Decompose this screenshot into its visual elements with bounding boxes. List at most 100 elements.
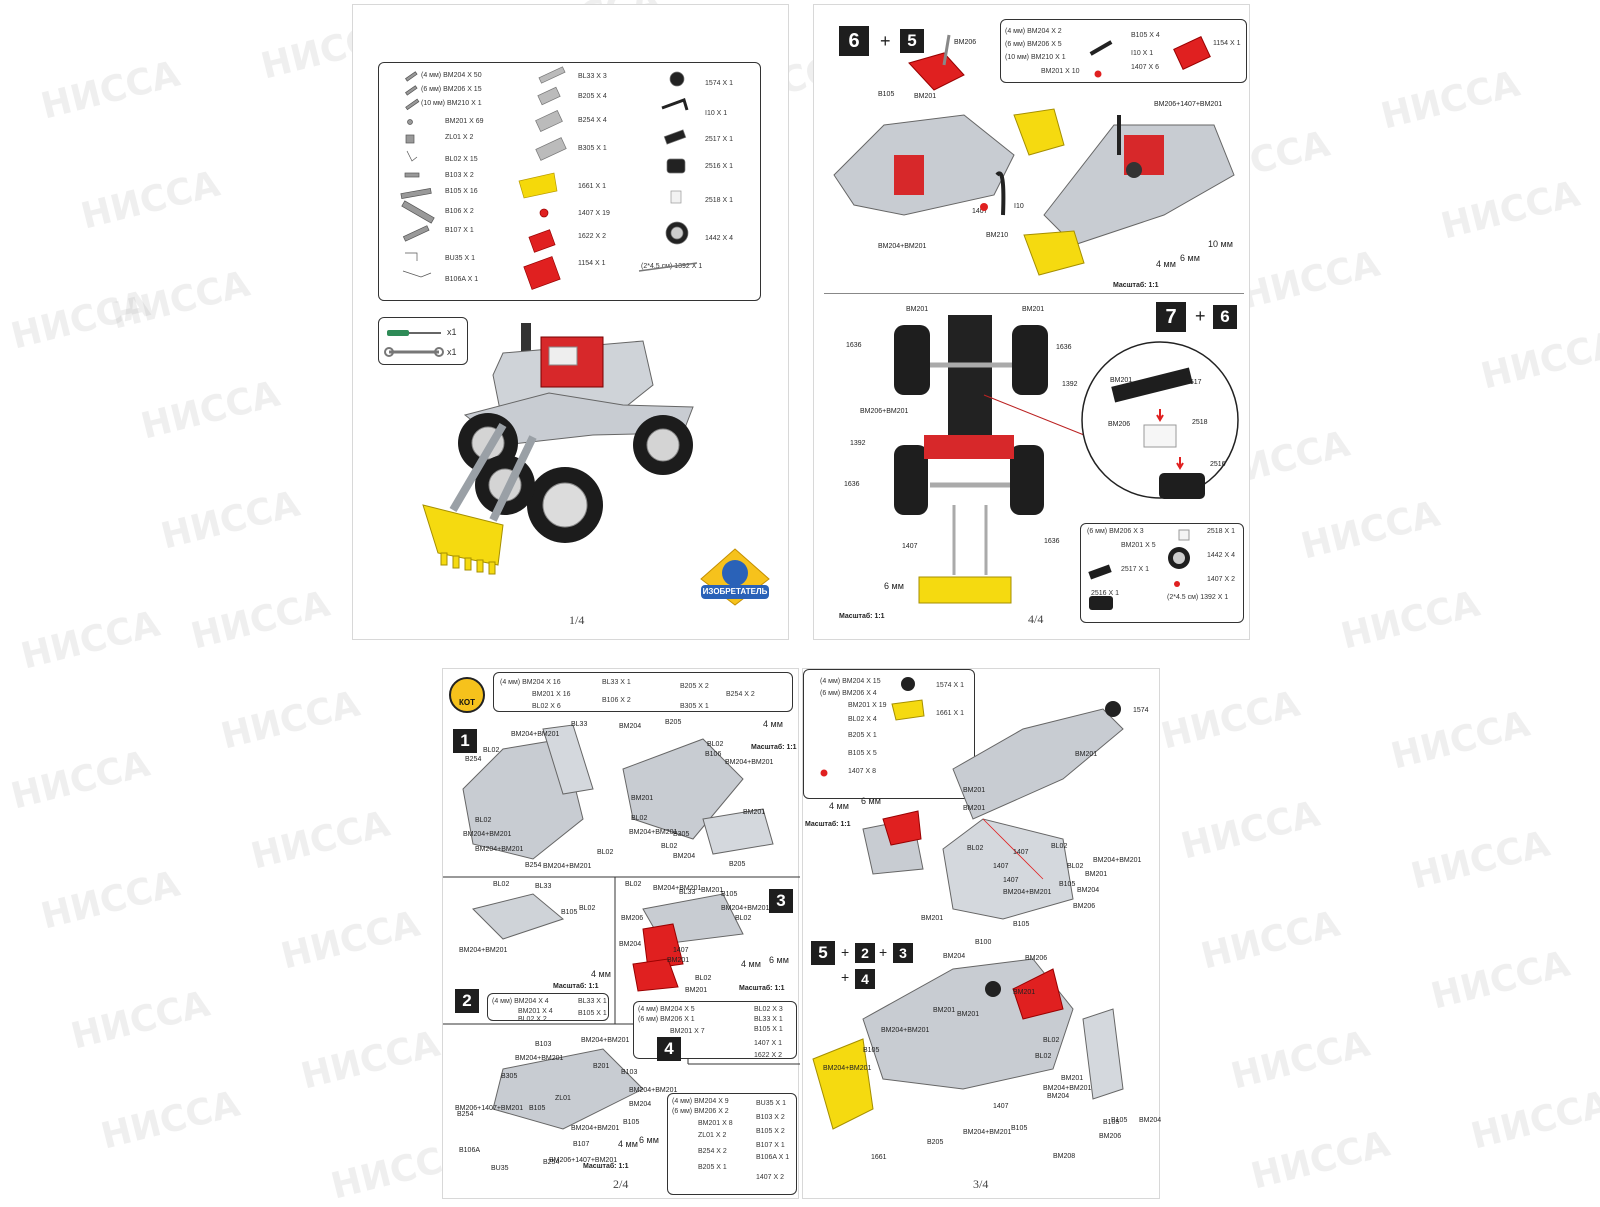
part-entry: B106 X 2 [445,208,474,215]
part-entry: BL02 X 2 [518,1016,547,1023]
part-entry: 1407 X 8 [848,768,877,775]
callout-label: BM201 [921,915,944,922]
callout-label: 1407 [902,543,918,550]
plus-sign: + [841,944,850,960]
part-entry: B105 X 2 [756,1128,785,1135]
watermark-text: НИССА [1407,823,1554,898]
callout-label: B103 [621,1069,638,1076]
callout-label: BM204 [619,723,642,730]
callout-label: BL02 [483,747,500,754]
part-entry: 1407 X 1 [754,1040,783,1047]
part-entry: BM201 X 4 [518,1008,553,1015]
scale-label: Масштаб: 1:1 [553,983,599,990]
callout-label: B254 [525,862,542,869]
callout-label: 1407 [993,863,1009,870]
part-entry: BU35 X 1 [756,1100,786,1107]
part-entry: (4 мм) BM204 X 9 [672,1098,729,1105]
page-number: 4/4 [1028,612,1044,626]
part-entry: BM201 X 10 [1041,68,1080,75]
part-entry: B105 X 1 [754,1026,783,1033]
part-entry: 2518 X 1 [1207,528,1236,535]
callout-label: BM201 [1085,871,1108,878]
callout-label: BU35 [491,1165,509,1172]
watermark-text: НИССА [7,743,154,818]
callout-label: BM204+BM201 [629,1087,678,1094]
callout-label: B105 [1111,1117,1128,1124]
callout-label: BM204+BM201 [878,243,927,250]
callout-label: BM204+BM201 [1093,857,1142,864]
callout-label: BM201 [1110,377,1133,384]
callout-label: BM206 [1099,1133,1122,1140]
callout-label: BL02 [1067,863,1084,870]
callout-label: ZL01 [555,1095,571,1102]
page-number: 3/4 [973,1177,989,1191]
part-entry: BM201 X 69 [445,118,484,125]
callout-label: BM204+BM201 [475,846,524,853]
callout-label: B100 [975,939,992,946]
callout-label: BL02 [661,843,678,850]
callout-label: BM204 [673,853,696,860]
callout-label: 1636 [1044,538,1060,545]
callout-label: B106A [459,1147,481,1154]
part-entry: BL02 X 4 [848,716,877,723]
watermark-text: НИССА [297,1023,444,1098]
watermark-text: НИССА [107,263,254,338]
page-number: 1/4 [569,613,585,627]
watermark-text: НИССА [37,53,184,128]
watermark-text: НИССА [1237,243,1384,318]
callout-label: BL02 [967,845,984,852]
step-number: 7 [1156,302,1186,332]
plus-sign: + [1195,306,1206,326]
callout-label: BM201 [914,93,937,100]
callout-label: B105 [863,1047,880,1054]
callout-label: B105 [1103,1119,1120,1126]
part-entry: B103 X 2 [445,172,474,179]
watermark-text: НИССА [1157,683,1304,758]
part-entry: BL33 X 1 [602,679,631,686]
callout-label: BM204 [1047,1093,1070,1100]
callout-label: 1574 [1133,707,1149,714]
part-entry: 1622 X 2 [578,233,607,240]
bolt-size-label: 6 мм [1180,253,1200,263]
callout-label: 1636 [846,342,862,349]
part-entry: BL33 X 1 [754,1016,783,1023]
callout-label: BM201 [1022,306,1045,313]
part-entry: I10 X 1 [1131,50,1154,57]
callout-label: BM206 [1025,955,1048,962]
part-entry: (4 мм) BM204 X 50 [421,72,482,79]
callout-label: BL02 [1051,843,1068,850]
instruction-page-1: (4 мм) BM204 X 50(6 мм) BM206 X 15(10 мм… [352,4,789,640]
bolt-size-label: 4 мм [763,719,783,729]
bolt-size-label: 6 мм [769,955,789,965]
part-entry: (4 мм) BM204 X 5 [638,1006,695,1013]
callout-label: BM201 [963,805,986,812]
watermark-text: НИССА [1247,1123,1394,1198]
watermark-text: НИССА [17,603,164,678]
part-entry: 1574 X 1 [705,80,734,87]
part-entry: 1407 X 6 [1131,64,1160,71]
step-number: 4 [855,969,875,989]
callout-label: B205 [665,719,682,726]
watermark-text: НИССА [37,863,184,938]
part-entry: 2518 X 1 [705,197,734,204]
step-number: 2 [855,943,875,963]
callout-label: B105 [561,909,578,916]
part-entry: B254 X 4 [578,117,607,124]
bolt-size-label: 4 мм [829,801,849,811]
part-entry: 2517 X 1 [705,136,734,143]
part-entry: B205 X 1 [698,1164,727,1171]
scale-label: Масштаб: 1:1 [805,821,851,828]
page-number: 2/4 [613,1177,629,1191]
scale-label: Масштаб: 1:1 [583,1163,629,1170]
watermark-text: НИССА [67,983,214,1058]
part-entry: B106A X 1 [445,276,479,283]
callout-label: B105 [529,1105,546,1112]
step-number: 4 [657,1037,681,1061]
watermark-text: НИССА [1337,583,1484,658]
bolt-size-label: 4 мм [618,1139,638,1149]
watermark-text: НИССА [1387,703,1534,778]
callout-label: BM204+BM201 [581,1037,630,1044]
callout-label: BM204+BM201 [1003,889,1052,896]
callout-label: BM201 [743,809,766,816]
